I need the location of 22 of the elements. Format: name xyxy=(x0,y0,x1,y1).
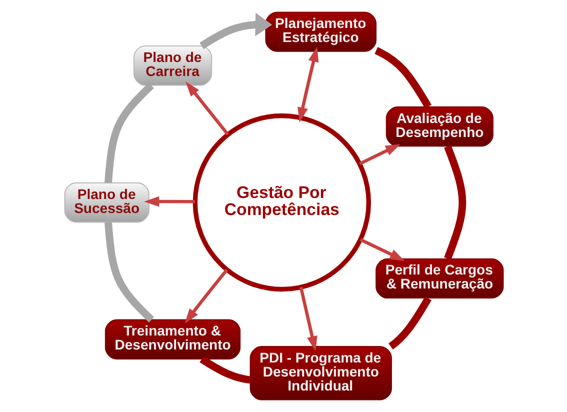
connector xyxy=(104,82,154,184)
arrow xyxy=(185,82,229,136)
node-box: Plano de Sucessão xyxy=(64,182,149,223)
node-box: Perfil de Cargos & Remuneração xyxy=(375,258,504,299)
arrow xyxy=(199,12,272,50)
connector xyxy=(388,296,431,350)
connector xyxy=(374,47,432,109)
node-box: PDI - Programa de Desenvolvimento Individual xyxy=(249,346,392,400)
node-circle: Gestão Por Competências xyxy=(192,113,370,292)
connector xyxy=(199,356,250,384)
arrow xyxy=(297,46,318,122)
node-box: Plano de Carreira xyxy=(132,46,212,86)
node-box: Treinamento & Desenvolvimento xyxy=(104,319,240,360)
arrow xyxy=(358,144,400,166)
node-box: Avaliação de Desempenho xyxy=(385,106,493,147)
arrow xyxy=(298,286,317,352)
connector xyxy=(444,145,466,260)
node-box: Planejamento Estratégico xyxy=(264,12,376,52)
arrow xyxy=(359,238,404,261)
connector xyxy=(104,222,154,322)
arrow xyxy=(144,196,195,207)
arrow xyxy=(184,268,228,324)
